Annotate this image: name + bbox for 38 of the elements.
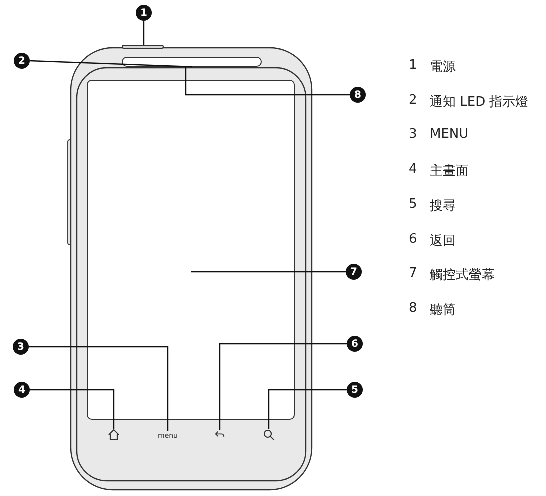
legend-number: 4 — [409, 162, 418, 178]
legend-number: 7 — [409, 266, 418, 282]
legend-number: 8 — [409, 300, 418, 316]
leader-line — [191, 271, 346, 273]
leader-line — [30, 389, 115, 429]
part-name: 主畫面 — [430, 163, 469, 180]
legend-number: 5 — [409, 196, 418, 212]
leader-line — [219, 343, 347, 430]
part-name: 觸控式螢幕 — [430, 267, 495, 284]
callout-number: 8 — [350, 87, 366, 103]
callout-number: 7 — [346, 264, 362, 280]
part-name: 聽筒 — [430, 302, 456, 319]
touch-screen — [87, 80, 295, 420]
callout-number: 3 — [13, 339, 29, 355]
callout-number: 1 — [136, 5, 152, 21]
search-icon — [263, 429, 275, 441]
leader-line — [30, 60, 192, 68]
legend-number: 3 — [409, 127, 418, 142]
legend-number: 6 — [409, 232, 418, 246]
callout-number: 2 — [14, 53, 30, 69]
part-name: MENU — [430, 127, 469, 142]
callout-number: 4 — [14, 382, 30, 398]
legend-number: 1 — [409, 58, 418, 73]
legend-number: 2 — [409, 92, 418, 108]
part-name: 搜尋 — [430, 198, 456, 215]
earpiece-slot — [122, 57, 262, 67]
part-name: 電源 — [430, 59, 456, 76]
leader-line — [29, 346, 169, 431]
home-icon — [108, 429, 120, 441]
part-name: 通知 LED 指示燈 — [430, 94, 529, 111]
callout-number: 5 — [347, 382, 363, 398]
part-name: 返回 — [430, 232, 456, 250]
leader-line — [268, 389, 347, 429]
leader-line — [185, 67, 350, 96]
leader-line — [143, 21, 145, 45]
power-button — [122, 45, 164, 49]
callout-number: 6 — [347, 336, 363, 352]
back-icon — [214, 430, 226, 440]
